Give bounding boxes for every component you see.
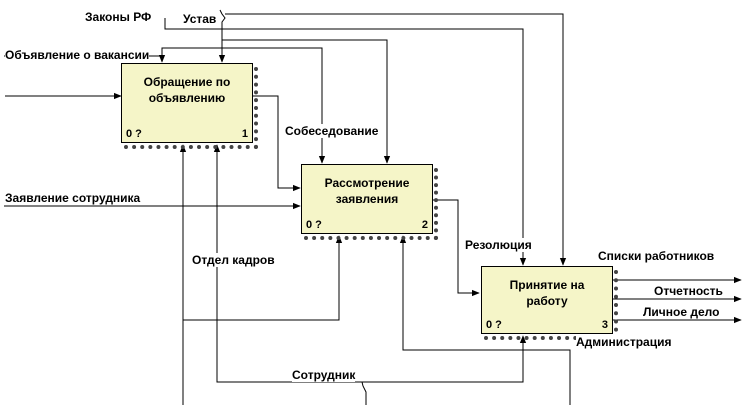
personal-file-label: Личное дело bbox=[643, 305, 720, 319]
administration-label: Администрация bbox=[576, 335, 672, 349]
employee-b3-arrow[interactable] bbox=[362, 335, 527, 383]
interview-label: Собеседование bbox=[285, 124, 379, 138]
reporting-label: Отчетность bbox=[654, 284, 723, 298]
b1-output-arrow[interactable] bbox=[253, 95, 301, 192]
administration-arrow[interactable] bbox=[399, 235, 571, 405]
activity-box-3-shadow bbox=[484, 270, 618, 340]
activity-box-3-cost: 0 ? bbox=[486, 319, 502, 331]
activity-box-3-number: 3 bbox=[601, 319, 608, 331]
activity-box-1[interactable]: Обращение по объявлению 0 ? 1 bbox=[121, 63, 253, 143]
charter-label: Устав bbox=[183, 12, 217, 26]
laws-label: Законы РФ bbox=[85, 10, 152, 24]
activity-box-1-shadow bbox=[124, 67, 258, 149]
activity-box-2-cost: 0 ? bbox=[306, 219, 322, 231]
hr-dept-b2-arrow[interactable] bbox=[183, 235, 343, 321]
b2-output-arrow[interactable] bbox=[433, 199, 480, 297]
hr-department-label: Отдел кадров bbox=[192, 253, 275, 267]
employee-b1-arrow[interactable] bbox=[213, 144, 367, 405]
activity-box-1-title: Обращение по объявлению bbox=[143, 75, 231, 105]
activity-box-3[interactable]: Принятие на работу 0 ? 3 bbox=[481, 266, 613, 334]
activity-box-2-number: 2 bbox=[421, 219, 428, 231]
vacancy-ad-label: Объявление о вакансии bbox=[5, 48, 150, 62]
resolution-label: Резолюция bbox=[465, 238, 532, 252]
activity-box-3-title: Принятие на работу bbox=[509, 278, 585, 308]
laws-arrow[interactable] bbox=[164, 18, 527, 266]
charter-branch-arrow[interactable] bbox=[225, 13, 567, 266]
employee-label: Сотрудник bbox=[292, 368, 356, 382]
charter-arrow[interactable] bbox=[218, 9, 226, 63]
charter-branch2-arrow[interactable] bbox=[222, 39, 391, 164]
activity-box-1-cost: 0 ? bbox=[126, 128, 142, 140]
activity-box-1-number: 1 bbox=[241, 128, 248, 140]
activity-box-2-title: Рассмотрение заявления bbox=[324, 176, 410, 206]
activity-box-2-shadow bbox=[304, 168, 438, 240]
employee-application-label: Заявление сотрудника bbox=[5, 191, 141, 205]
staff-lists-label: Списки работников bbox=[598, 249, 715, 263]
activity-box-2[interactable]: Рассмотрение заявления 0 ? 2 bbox=[301, 164, 433, 234]
